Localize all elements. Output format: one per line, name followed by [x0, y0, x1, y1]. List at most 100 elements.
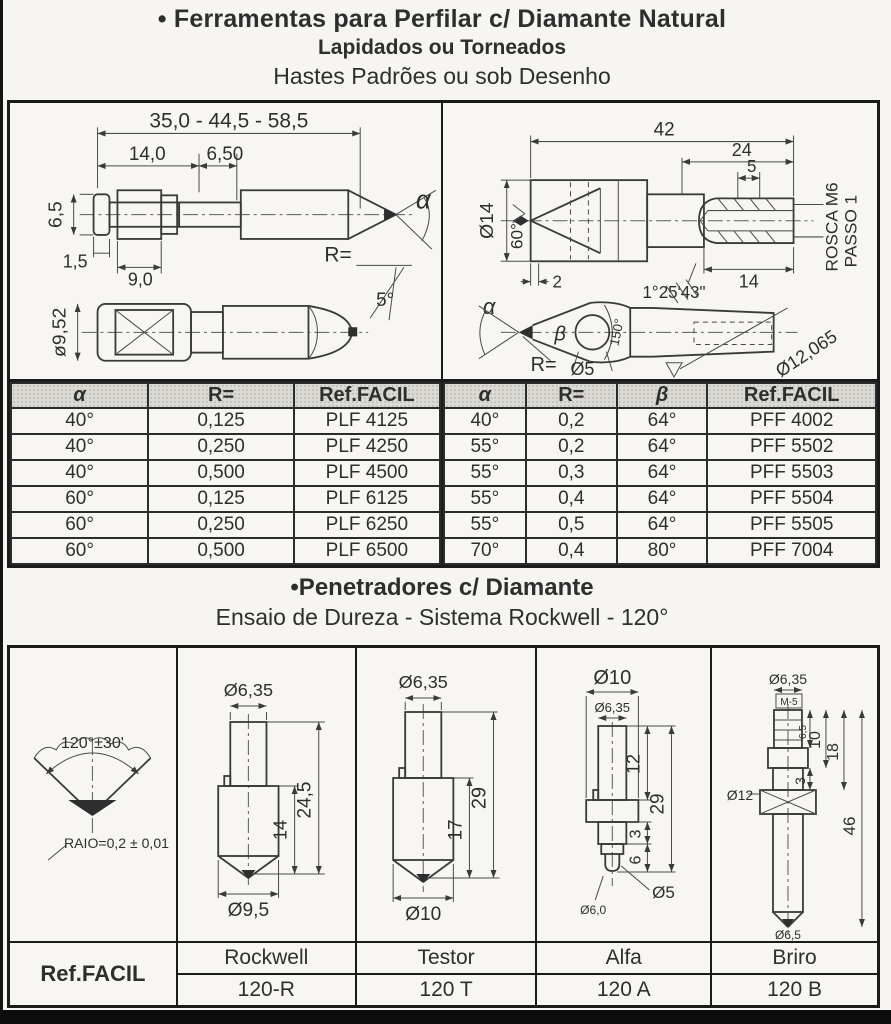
dim-label-dia14: Ø14	[477, 202, 498, 239]
table-cell: 64°	[615, 407, 709, 435]
table-cell: PFF 5502	[706, 433, 877, 461]
dim-label-h18: 18	[825, 743, 842, 761]
tool-side-view-pane: 35,0 - 44,5 - 58,5 14,0 6,50	[10, 103, 443, 379]
briro-cell: Ø6,35 M-5 Ø6,5	[712, 648, 877, 941]
table-cell: 55°	[442, 433, 527, 461]
col-header-ref: Ref.FACIL	[706, 382, 877, 409]
table-cell: 80°	[615, 537, 709, 565]
dim-label-dia635: Ø6,35	[769, 671, 807, 687]
dim-label-dia60: Ø6,0	[581, 903, 607, 917]
dim-label-h10: 10	[807, 731, 824, 749]
dim-label-alpha: α	[416, 184, 432, 214]
briro-label-col: Briro 120 B	[712, 943, 877, 1005]
brand-name: Alfa	[537, 943, 711, 975]
holder-view-drawing: 42 24 5 Ø14 60°	[477, 119, 860, 379]
dim-label-h14: 14	[270, 820, 290, 840]
dim-label-dia5: Ø5	[570, 359, 594, 379]
dim-label-h46: 46	[840, 817, 859, 836]
testor-label-col: Testor 120 T	[356, 943, 538, 1005]
dim-label-alpha-b: α	[483, 294, 497, 319]
dim-label-r-b: R=	[530, 354, 556, 376]
testor-drawing: Ø6,35 Ø10 17	[391, 672, 500, 925]
rockwell-label-col: Rockwell 120-R	[177, 943, 357, 1005]
dim-label-dia-top: Ø6,35	[224, 680, 273, 700]
dim-label-5deg: 5°	[376, 290, 394, 311]
ref-code: 120-R	[237, 978, 295, 1001]
dim-label-m5: M-5	[780, 697, 798, 708]
dim-label-dia10: Ø10	[594, 667, 632, 689]
ref-code: 120 A	[596, 978, 651, 1001]
dim-label-24: 24	[732, 140, 752, 160]
page-title: • Ferramentas para Perfilar c/ Diamante …	[157, 5, 727, 33]
table-cell: 55°	[442, 485, 527, 513]
table-cell: 64°	[615, 459, 709, 487]
dim-label-dia65: Ø6,5	[775, 928, 801, 941]
dim-label-h29: 29	[648, 793, 669, 814]
col-header-r: R=	[524, 382, 618, 409]
table-cell: PFF 7004	[706, 537, 877, 565]
cone-tip-drawing: 120°±30' RAIO=0,2 ± 0,01	[33, 734, 169, 861]
dim-label-dia635: Ø6,35	[595, 700, 631, 715]
col-header-alpha: α	[9, 382, 150, 409]
dim-label-14b: 14	[739, 272, 759, 292]
table-cell: PLF 6500	[292, 537, 441, 565]
table-cell: 55°	[442, 511, 527, 539]
table-cell: 0,4	[524, 537, 618, 565]
table-header-row: α R= Ref.FACIL	[9, 382, 441, 409]
page-subtitle-2: Hastes Padrões ou sob Desenho	[273, 62, 611, 89]
table-cell: 40°	[9, 433, 150, 461]
scan-edge-left	[0, 0, 3, 1024]
dim-label-h245: 24,5	[294, 782, 315, 819]
alfa-drawing: Ø10 Ø6,35 12	[581, 667, 676, 917]
dim-label-h65: 6,5	[798, 725, 809, 739]
table-cell: 64°	[615, 485, 709, 513]
table-cell: 40°	[9, 459, 150, 487]
dim-label-90: 9,0	[128, 269, 153, 289]
table-cell: 55°	[442, 459, 527, 487]
col-header-beta: β	[615, 382, 709, 409]
table-cell: 0,2	[524, 407, 618, 435]
dim-label-r: R=	[324, 243, 351, 266]
ref-code: 120 B	[767, 978, 822, 1001]
table-cell: PFF 5504	[706, 485, 877, 513]
dim-label-14: 14,0	[129, 144, 166, 165]
dim-label-2: 2	[552, 273, 561, 292]
col-header-ref: Ref.FACIL	[292, 382, 441, 409]
dim-label-15: 1,5	[63, 251, 88, 271]
dim-label-65: 6,5	[46, 201, 67, 228]
label-passo-1: PASSO 1	[841, 195, 860, 267]
table-cell: PLF 4500	[292, 459, 441, 487]
briro-drawing: Ø6,35 M-5 Ø6,5	[727, 671, 866, 941]
ref-facil-label: Ref.FACIL	[10, 943, 178, 1005]
table-cell: 0,250	[147, 511, 295, 539]
dim-label-h17: 17	[445, 819, 466, 840]
profiling-drawings-row: 35,0 - 44,5 - 58,5 14,0 6,50	[10, 103, 877, 379]
table-cell: PFF 5503	[706, 459, 877, 487]
brand-name: Rockwell	[177, 943, 355, 975]
penetrators-drawings-row: 120°±30' RAIO=0,2 ± 0,01 Ø6,35	[10, 648, 877, 941]
table-cell: 0,125	[147, 485, 295, 513]
table-cell: 60°	[9, 485, 150, 513]
title-block: • Ferramentas para Perfilar c/ Diamante …	[4, 4, 880, 90]
scan-edge-bottom	[0, 1010, 891, 1024]
table-cell: 0,125	[147, 407, 295, 435]
table-cell: 0,2	[524, 433, 618, 461]
dim-label-h29: 29	[468, 787, 490, 809]
table-cell: 64°	[615, 511, 709, 539]
label-rosca-m6: ROSCA M6	[822, 182, 841, 271]
brand-name: Testor	[356, 943, 536, 975]
table-cell: 0,500	[147, 537, 295, 565]
col-header-r: R=	[147, 382, 295, 409]
table-cell: 0,4	[524, 485, 618, 513]
dim-label-angle: 1°25'43"	[642, 283, 705, 302]
